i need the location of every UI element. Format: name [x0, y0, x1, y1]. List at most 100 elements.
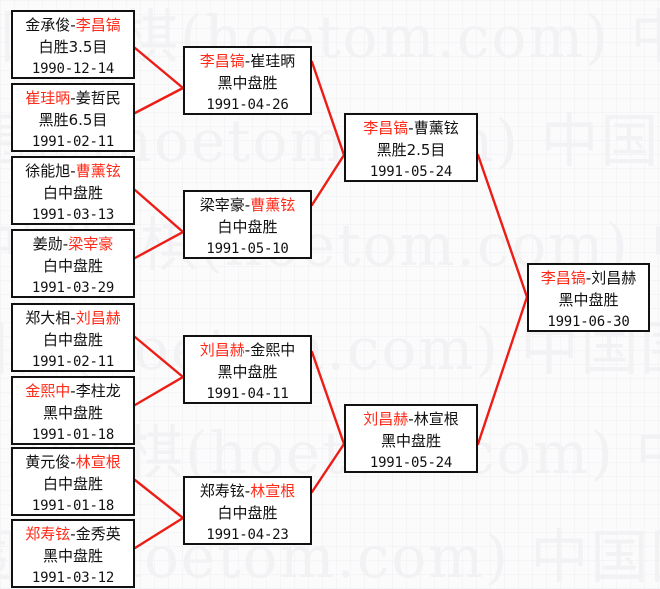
player-separator: - — [408, 119, 414, 137]
match-date: 1991-04-26 — [206, 96, 289, 113]
player-winner: 梁宰豪 — [68, 235, 114, 253]
match-result: 黑中盘胜 — [42, 546, 103, 565]
player-winner: 李昌镐 — [363, 119, 409, 137]
match-result: 白中盘胜 — [217, 503, 278, 522]
player-loser: 郑寿铉 — [199, 482, 245, 500]
player-winner: 崔珪昞 — [25, 89, 71, 107]
match-result: 黑中盘胜 — [217, 362, 278, 381]
match-players: 郑大相-刘昌赫 — [15, 308, 131, 330]
player-loser: 崔珪昞 — [250, 52, 296, 70]
player-loser: 金熙中 — [250, 341, 296, 359]
player-loser: 刘昌赫 — [591, 269, 637, 287]
player-loser: 郑大相 — [25, 309, 71, 327]
match-date: 1991-05-24 — [369, 163, 453, 180]
match-date: 1991-01-18 — [31, 497, 115, 514]
match-players: 李昌镐-刘昌赫 — [531, 268, 646, 290]
player-loser: 林宣根 — [413, 410, 459, 428]
match-players: 金承俊-李昌镐 — [15, 15, 131, 37]
match-date: 1991-02-11 — [31, 353, 115, 370]
player-winner: 刘昌赫 — [75, 309, 121, 327]
match-players: 黄元俊-林宣根 — [15, 452, 131, 474]
player-winner: 李昌镐 — [75, 16, 121, 34]
player-winner: 金熙中 — [25, 382, 71, 400]
player-loser: 梁宰豪 — [199, 196, 245, 214]
player-winner: 刘昌赫 — [199, 341, 245, 359]
match-date: 1991-03-29 — [31, 279, 115, 296]
player-winner: 李昌镐 — [540, 269, 586, 287]
player-winner: 曹薰铉 — [75, 162, 121, 180]
player-winner: 曹薰铉 — [250, 196, 296, 214]
match-result: 黑胜6.5目 — [38, 110, 108, 129]
match-players: 金熙中-李柱龙 — [15, 381, 131, 403]
match-result: 白中盘胜 — [42, 256, 103, 275]
match-result: 黑中盘胜 — [380, 431, 441, 450]
match-date: 1991-02-11 — [31, 133, 115, 150]
player-loser: 黄元俊 — [25, 453, 71, 471]
player-separator: - — [70, 16, 76, 34]
player-loser: 李柱龙 — [75, 382, 121, 400]
match-players: 郑寿铉-金秀英 — [15, 524, 131, 546]
player-winner: 林宣根 — [250, 482, 296, 500]
player-separator: - — [70, 309, 76, 327]
match-players: 徐能旭-曹薰铉 — [15, 161, 131, 183]
match-date: 1991-03-13 — [31, 206, 115, 223]
match-result: 黑中盘胜 — [42, 403, 103, 422]
player-loser: 金秀英 — [75, 525, 121, 543]
player-separator: - — [70, 89, 76, 107]
player-loser: 姜哲民 — [75, 89, 121, 107]
player-loser: 金承俊 — [25, 16, 71, 34]
match-result: 白胜3.5目 — [38, 37, 108, 56]
match-players: 李昌镐-崔珪昞 — [187, 51, 308, 73]
match-date: 1990-12-14 — [31, 60, 115, 77]
player-loser: 曹薰铉 — [413, 119, 459, 137]
player-separator: - — [244, 482, 251, 500]
match-date: 1991-03-12 — [31, 569, 115, 586]
player-separator: - — [70, 382, 76, 400]
player-loser: 姜勋 — [32, 235, 63, 253]
match-result: 白中盘胜 — [42, 330, 103, 349]
player-separator: - — [585, 269, 592, 287]
player-winner: 林宣根 — [75, 453, 121, 471]
match-date: 1991-06-30 — [547, 313, 630, 330]
match-date: 1991-05-24 — [369, 454, 453, 471]
player-separator: - — [70, 453, 76, 471]
match-players: 郑寿铉-林宣根 — [187, 481, 308, 503]
match-players: 刘昌赫-金熙中 — [187, 340, 308, 362]
player-separator: - — [70, 525, 76, 543]
match-players: 姜勋-梁宰豪 — [15, 234, 131, 256]
match-date: 1991-01-18 — [31, 426, 115, 443]
player-winner: 郑寿铉 — [25, 525, 71, 543]
match-result: 黑中盘胜 — [558, 290, 619, 309]
player-winner: 刘昌赫 — [363, 410, 409, 428]
player-separator: - — [244, 52, 251, 70]
match-players: 梁宰豪-曹薰铉 — [187, 195, 308, 217]
player-separator: - — [244, 196, 251, 214]
match-result: 黑胜2.5目 — [376, 140, 446, 159]
player-separator: - — [62, 235, 69, 253]
match-players: 刘昌赫-林宣根 — [348, 409, 474, 431]
match-date: 1991-05-10 — [206, 240, 289, 257]
match-players: 崔珪昞-姜哲民 — [15, 88, 131, 110]
match-players: 李昌镐-曹薰铉 — [348, 118, 474, 140]
player-winner: 李昌镐 — [199, 52, 245, 70]
match-result: 白中盘胜 — [217, 217, 278, 236]
player-loser: 徐能旭 — [25, 162, 71, 180]
match-result: 白中盘胜 — [42, 474, 103, 493]
player-separator: - — [408, 410, 414, 428]
